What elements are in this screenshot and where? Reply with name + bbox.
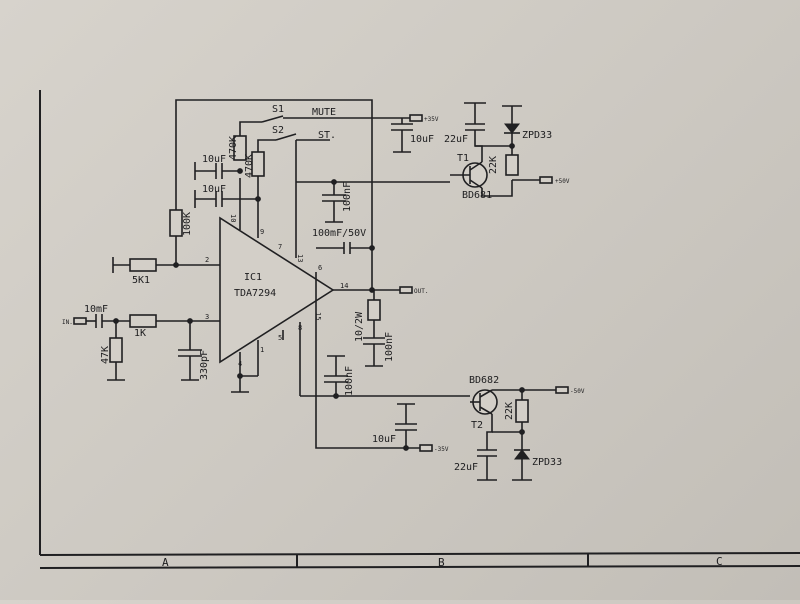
t1-ref-label: T1 [457,153,469,164]
r-22k-top-label: 22K [488,156,499,174]
c-100nf-b-label: 100nF [384,332,395,362]
t2-ref-label: T2 [471,420,483,431]
t1-part-label: BD681 [462,190,492,201]
ic1-amplifier: IC1 TDA7294 2 3 14 10 9 7 13 6 15 8 5 1 … [113,140,400,396]
c-100nf-a-label: 100nF [342,182,353,212]
r-10-2w-label: 10/2W [354,311,365,342]
c-10uf-top-rail-label: 10uF [410,134,434,145]
pin-7-label: 7 [278,243,282,251]
output-network: 100mF/50V OUT. 10/2W 100nF [312,228,428,367]
c-10mf-in-label: 10mF [84,304,108,315]
pin-3-label: 3 [205,313,209,321]
c-22uf-top-label: 22uF [444,134,468,145]
switch-s2-label: S2 [272,125,284,136]
r-22k-bottom-label: 22K [504,402,515,420]
top-feedback-net: 100K 5K1 [112,99,375,293]
mute-label: MUTE [312,107,336,118]
pin-5-label: 5 [278,334,282,342]
c-22uf-bottom-label: 22uF [454,462,478,473]
pin-6-label: 6 [318,264,322,272]
negative-rail: 100nF 10uF -35V -50V BD682 T2 22uF [300,347,585,481]
c-100nf-c-label: 100nF [344,366,355,396]
frame-column-b: B [438,556,445,569]
switch-network: 470K 470K S1 S2 MUTE ST. [228,104,410,178]
pin-4-label: 4 [238,360,242,368]
r-5k1-label: 5K1 [132,275,150,286]
c-10uf-a-label: 10uF [202,154,226,165]
pin-2-label: 2 [205,256,209,264]
conn-m35-label: -35V [434,446,449,453]
r-1k-label: 1K [134,328,146,339]
conn-m50-label: -50V [570,388,585,395]
pin-9-label: 9 [260,228,264,236]
switch-s1-label: S1 [272,104,284,115]
pin-1-label: 1 [260,346,264,354]
frame-column-a: A [162,556,169,569]
r-470k-a-label: 470K [228,136,239,160]
pin-8-label: 8 [298,324,302,332]
conn-in-label: IN. [62,319,73,326]
conn-p35-label: +35V [424,116,439,123]
ic-part-label: TDA7294 [234,288,276,299]
r-470k-b-label: 470K [244,154,255,178]
pin-14-label: 14 [340,282,348,290]
z-top-label: ZPD33 [522,130,552,141]
pin-13-label: 13 [296,254,304,262]
conn-p50-label: +50V [555,178,570,185]
pin-10-label: 10 [229,214,237,222]
c-100mf-50v-label: 100mF/50V [312,228,366,239]
z-bottom-label: ZPD33 [532,457,562,468]
conn-out-label: OUT. [414,288,428,295]
c-10uf-b-label: 10uF [202,184,226,195]
r-100k-label: 100K [182,212,193,236]
input-network: IN. 10mF 1K 47K 330pF [62,304,259,393]
ic-ref-label: IC1 [244,272,262,283]
frame-column-c: C [716,555,723,568]
pin-15-label: 15 [314,312,322,320]
c-330pf-label: 330pF [199,350,210,380]
drawing-frame: A B C [39,90,800,569]
r-47k-label: 47K [100,346,111,364]
standby-label: ST. [318,130,336,141]
pin-caps: 10uF 10uF [194,154,261,208]
positive-rail: +35V 10uF 100nF +50V T1 BD681 22uF [296,102,570,223]
t2-part-label: BD682 [469,375,499,386]
c-10uf-bottom-rail-label: 10uF [372,434,396,445]
